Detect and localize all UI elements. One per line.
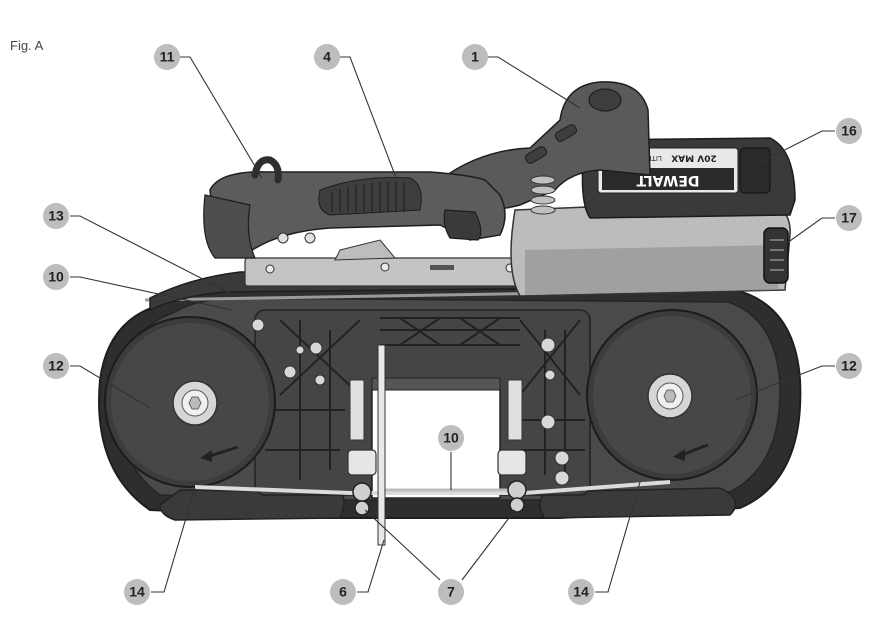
callout-label-blade-top: 10 [48, 269, 64, 285]
right-foot [539, 487, 737, 519]
right-roller-1 [507, 480, 527, 500]
right-guide-block [497, 449, 527, 476]
callout-bubble-blade-mid [438, 425, 464, 451]
plate-screws [265, 262, 515, 274]
handle-slots [524, 124, 578, 164]
figure-label: Fig. A [10, 38, 44, 53]
left-guide-block [347, 449, 377, 476]
callouts: 11 4 1 16 17 13 10 12 12 [43, 44, 862, 605]
callout-label-guide-rollers: 7 [447, 584, 455, 600]
plate-slot [430, 265, 454, 270]
right-stop-bracket [507, 379, 523, 441]
motor-housing-shade [525, 245, 780, 295]
leader-release-button [779, 217, 835, 249]
right-roller-2 [509, 497, 525, 513]
latch-bracket [334, 239, 397, 261]
left-foot [159, 489, 345, 521]
throat-opening [371, 387, 501, 499]
release-button-grip [770, 239, 784, 271]
callout-bubble-front-handle [314, 44, 340, 70]
callout-bubble-tire-left [124, 579, 150, 605]
callout-label-tire-right: 14 [573, 584, 589, 600]
leader-wheel-left [70, 365, 151, 409]
rear-handle [439, 81, 651, 213]
battery-grip [739, 147, 771, 194]
callout-bubble-hook [154, 44, 180, 70]
leader-tire-right [595, 481, 641, 593]
callout-bubble-wheel-right [836, 353, 862, 379]
trigger [443, 209, 482, 241]
frame-screws [251, 318, 570, 486]
left-stop-bracket [349, 379, 365, 441]
blade-bottom-strip [194, 480, 671, 495]
leader-hook [180, 56, 263, 179]
leader-front-handle [340, 56, 399, 184]
battery-brand: DEWALT [636, 172, 699, 188]
leader-guide-roller-left [364, 509, 441, 581]
callout-label-guard: 13 [48, 208, 64, 224]
callout-label-blade-mid: 10 [443, 430, 459, 446]
callout-bubble-tire-right [568, 579, 594, 605]
battery-rating: 20V MAX [671, 153, 717, 163]
leader-tire-left [151, 487, 196, 593]
leader-guide-roller-right [461, 509, 516, 581]
left-hub-bolt [188, 396, 202, 410]
release-button [763, 227, 789, 284]
left-wheel-arrowhead [200, 450, 212, 462]
callout-label-stop: 6 [339, 584, 347, 600]
spring-coil [530, 175, 556, 215]
callout-label-front-handle: 4 [323, 49, 331, 65]
leader-stop [357, 539, 385, 593]
saw-illustration: DEWALT 20V MAX LITHIUM ION [98, 81, 802, 546]
callout-label-battery: 16 [841, 123, 857, 139]
handle-loop [203, 194, 256, 259]
callout-bubble-battery [836, 118, 862, 144]
callout-bubble-blade-top [43, 264, 69, 290]
leader-blade-top [70, 276, 233, 311]
throat-top-bar [371, 377, 501, 391]
left-roller-2 [354, 500, 370, 516]
leader-rear-handle [488, 56, 581, 109]
handle-screws [277, 232, 316, 244]
hang-hook [251, 156, 282, 184]
leader-guard [70, 215, 231, 294]
callout-bubble-guide-rollers [438, 579, 464, 605]
right-hub-bolt [663, 389, 677, 403]
frame-ribs [265, 317, 585, 480]
callout-label-wheel-left: 12 [48, 358, 64, 374]
leader-wheel-right [734, 365, 835, 401]
callout-bubble-release-button [836, 205, 862, 231]
callout-bubble-stop [330, 579, 356, 605]
callout-bubble-rear-handle [462, 44, 488, 70]
callout-label-rear-handle: 1 [471, 49, 479, 65]
left-roller-1 [352, 482, 372, 502]
grip-texture [331, 182, 405, 212]
callout-label-wheel-right: 12 [841, 358, 857, 374]
callout-label-tire-left: 14 [129, 584, 145, 600]
callout-label-hook: 11 [160, 49, 175, 65]
leader-battery [754, 130, 835, 166]
left-wheel-arrow [209, 445, 239, 458]
callout-bubble-guard [43, 203, 69, 229]
handle-end-cap [588, 88, 622, 112]
mount-plate [244, 257, 521, 287]
callout-label-release-button: 17 [841, 210, 857, 226]
callout-bubble-wheel-left [43, 353, 69, 379]
right-wheel-arrowhead [673, 449, 685, 461]
stop-plate [377, 344, 386, 546]
